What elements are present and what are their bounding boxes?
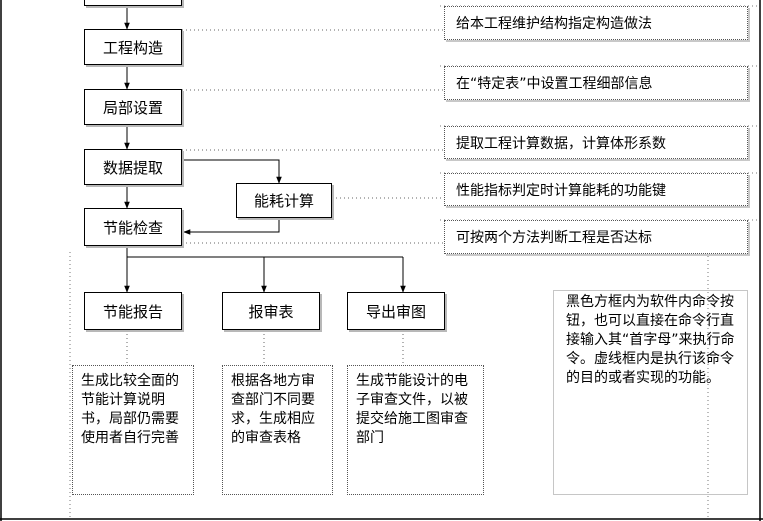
previous-step-box	[84, 0, 182, 6]
export-review-button[interactable]: 导出审图	[347, 292, 445, 330]
energy-check-button[interactable]: 节能检查	[84, 208, 182, 246]
note-review-table: 根据各地方审查部门不同要求，生成相应的审查表格	[222, 365, 333, 495]
local-settings-button[interactable]: 局部设置	[84, 89, 182, 125]
desc-two-methods: 可按两个方法判断工程是否达标	[444, 220, 748, 254]
legend-box: 黑色方框内为软件内命令按钮，也可以直接在命令行直接输入其“首字母”来执行命令。虚…	[553, 290, 748, 495]
note-energy-report: 生成比较全面的节能计算说明书，局部仍需要使用者自行完善	[72, 365, 194, 495]
desc-special-table: 在“特定表”中设置工程细部信息	[444, 66, 748, 100]
desc-energy-key: 性能指标判定时计算能耗的功能键	[444, 173, 748, 206]
energy-report-button[interactable]: 节能报告	[84, 292, 182, 330]
desc-construction-method: 给本工程维护结构指定构造做法	[444, 6, 748, 40]
flow-arrow-from-energy-calc	[183, 218, 280, 235]
flow-arrow-to-energy-calc	[182, 159, 282, 184]
energy-calc-button[interactable]: 能耗计算	[236, 183, 332, 218]
data-extraction-button[interactable]: 数据提取	[84, 149, 182, 185]
review-table-button[interactable]: 报审表	[222, 292, 320, 330]
note-export-review: 生成节能设计的电子审查文件，以被提交给施工图审查部门	[347, 365, 484, 495]
engineering-construction-button[interactable]: 工程构造	[84, 29, 182, 65]
desc-extract-data: 提取工程计算数据，计算体形系数	[444, 126, 748, 159]
